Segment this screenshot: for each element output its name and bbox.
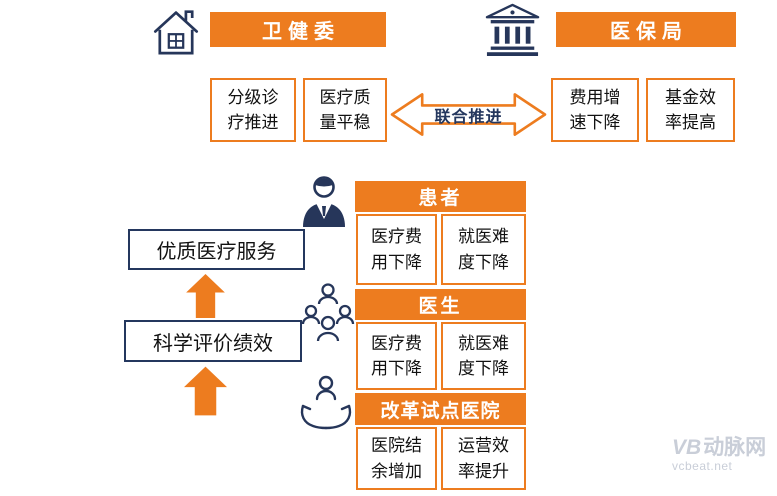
watermark-brand: 动脉网 [703, 436, 767, 459]
outcome-box-fund-efficiency: 基金效率提高 [646, 78, 735, 142]
businessman-icon [294, 171, 354, 233]
banner-doctor: 医生 [355, 289, 526, 320]
hospital-surplus-box: 医院结余增加 [356, 427, 437, 490]
up-arrow-icon [184, 366, 227, 416]
bank-icon [484, 3, 541, 56]
house-icon [149, 5, 203, 58]
watermark: VB动脉网 vcbeat.net [672, 436, 775, 474]
doctor-access-box: 就医难度下降 [441, 322, 526, 390]
watermark-brand-line: VB动脉网 [672, 436, 775, 460]
hospital-efficiency-box: 运营效率提升 [441, 427, 526, 490]
performance-evaluation-box: 科学评价绩效 [124, 320, 302, 362]
outcome-box-tiered-care: 分级诊疗推进 [210, 78, 296, 142]
doctor-cost-box: 医疗费用下降 [356, 322, 437, 390]
banner-health-commission: 卫健委 [210, 12, 386, 47]
people-group-icon [301, 281, 355, 345]
joint-promotion-arrow: 联合推进 [390, 91, 547, 138]
joint-arrow-label: 联合推进 [434, 108, 503, 126]
quality-care-box: 优质医疗服务 [128, 229, 305, 270]
double-arrow-icon [390, 93, 547, 136]
outcome-box-care-quality: 医疗质量平稳 [303, 78, 387, 142]
watermark-domain: vcbeat.net [672, 459, 733, 474]
banner-pilot-hospital: 改革试点医院 [355, 393, 526, 425]
vcbeat-logo-icon: VB [672, 436, 702, 459]
patient-access-box: 就医难度下降 [441, 214, 526, 285]
outcome-box-cost-growth: 费用增速下降 [551, 78, 639, 142]
up-arrow-icon [184, 274, 227, 318]
banner-insurance-bureau: 医保局 [556, 12, 736, 47]
patient-cost-box: 医疗费用下降 [356, 214, 437, 285]
caring-hands-icon [297, 373, 355, 433]
banner-patient: 患者 [355, 181, 526, 212]
